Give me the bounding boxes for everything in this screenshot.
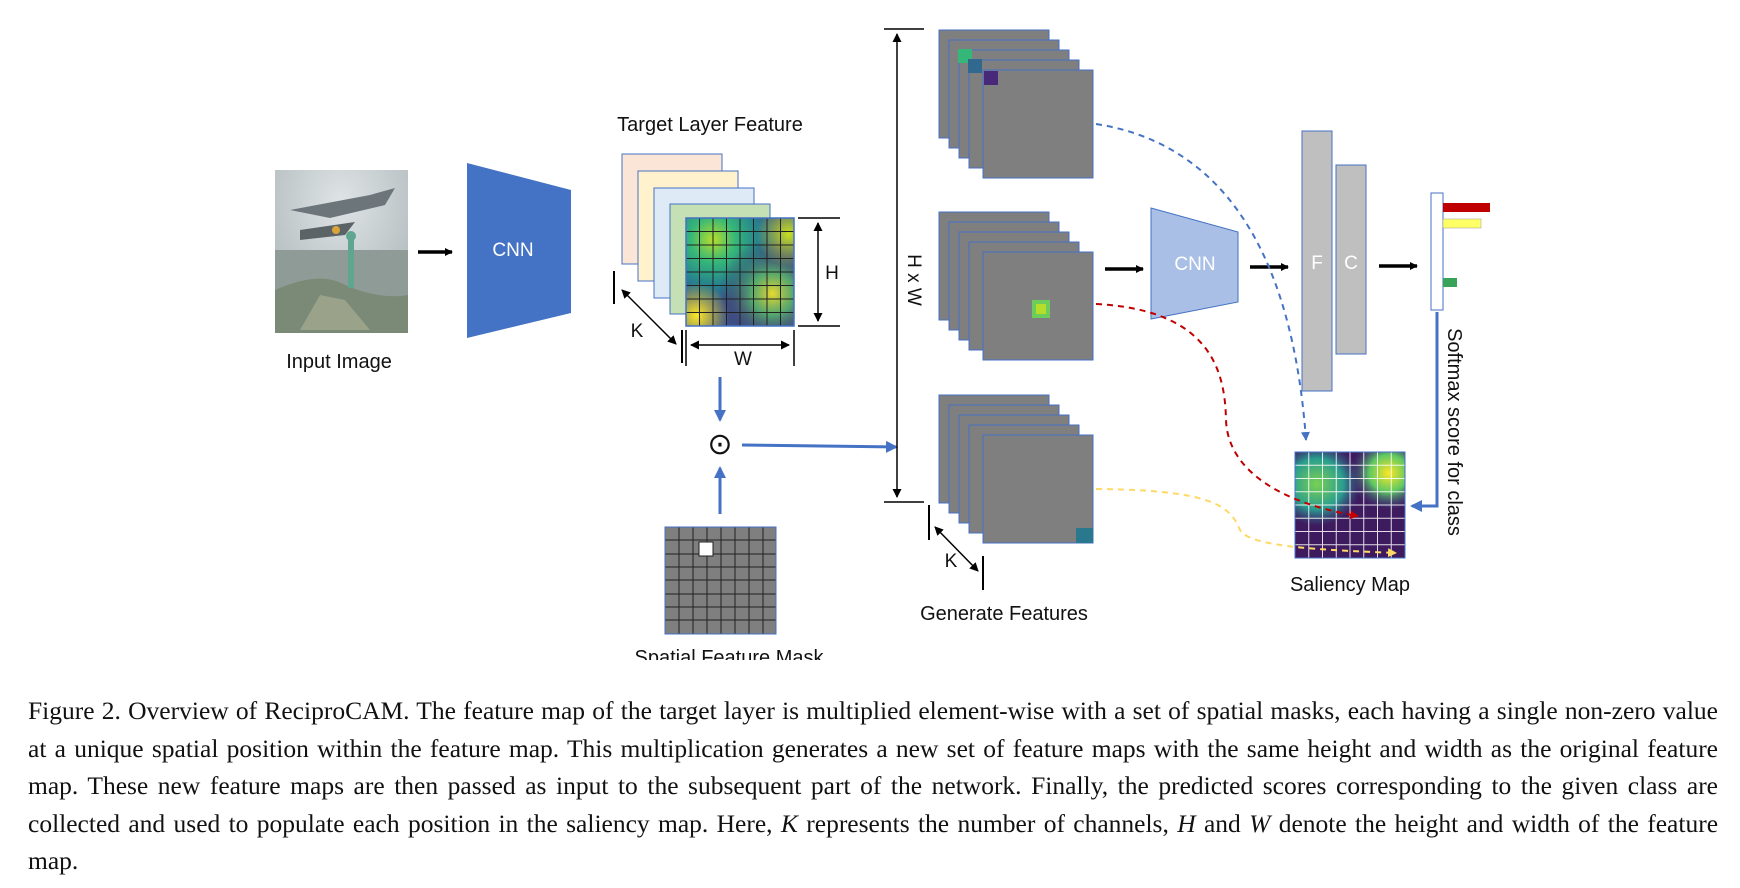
caption-part4: denote the height and width of the featu… bbox=[28, 808, 1719, 876]
input-image bbox=[275, 170, 408, 333]
hxw-label: H x W bbox=[903, 254, 924, 306]
k-dimension-generated bbox=[928, 505, 984, 590]
k-label: K bbox=[631, 321, 644, 342]
score-bar-yellow bbox=[1442, 218, 1482, 229]
softmax-score-label: Softmax score for class bbox=[1443, 328, 1465, 536]
input-image-label: Input Image bbox=[286, 351, 392, 373]
target-layer-feature-label: Target Layer Feature bbox=[617, 114, 803, 136]
arrow-score-to-saliency bbox=[1410, 312, 1439, 512]
generated-feature-stack-top bbox=[938, 29, 1094, 179]
fc-c-block bbox=[1335, 164, 1367, 355]
figure-caption: Figure 2. Overview of ReciproCAM. The fe… bbox=[28, 692, 1718, 880]
cnn-block bbox=[467, 163, 571, 338]
target-feature-heatmap bbox=[685, 217, 795, 327]
generated-feature-stack-middle bbox=[938, 211, 1094, 361]
fc-f-block bbox=[1301, 130, 1333, 392]
score-bar-red bbox=[1443, 203, 1490, 212]
mask-active-cell bbox=[698, 541, 714, 557]
target-feature-stack bbox=[621, 153, 795, 327]
caption-part2: represents the number of channels, bbox=[797, 808, 1178, 838]
saliency-map bbox=[1294, 451, 1406, 559]
caption-h: H bbox=[1177, 808, 1196, 838]
score-column bbox=[1430, 192, 1444, 311]
h-dimension bbox=[798, 217, 840, 327]
generated-feature-stack-bottom bbox=[938, 394, 1094, 544]
reciprocam-diagram: Input Image CNN Target Layer Feature bbox=[275, 28, 1490, 660]
softmax-score-bars bbox=[1430, 192, 1490, 311]
multiply-symbol: ⊙ bbox=[707, 428, 732, 461]
hxw-dimension bbox=[884, 28, 924, 503]
dashed-blue-connector bbox=[1095, 123, 1310, 441]
fc-c-label: C bbox=[1344, 253, 1358, 274]
w-label: W bbox=[734, 349, 752, 370]
dashed-red-connector bbox=[1095, 303, 1359, 520]
spatial-feature-mask bbox=[664, 526, 777, 635]
spatial-feature-mask-label: Spatial Feature Mask bbox=[635, 647, 825, 660]
cnn-small-block bbox=[1150, 207, 1239, 320]
dashed-yellow-connector bbox=[1095, 488, 1397, 558]
cnn-small-label: CNN bbox=[1174, 254, 1215, 275]
caption-part3: and bbox=[1195, 808, 1250, 838]
caption-w: W bbox=[1249, 808, 1271, 838]
score-bar-green bbox=[1443, 278, 1457, 287]
fc-f-label: F bbox=[1311, 253, 1323, 274]
arrow-multiply-to-features bbox=[741, 440, 898, 453]
k-label-generated: K bbox=[945, 551, 958, 572]
k-dimension bbox=[613, 271, 683, 363]
caption-part1: Figure 2. Overview of ReciproCAM. The fe… bbox=[28, 696, 1718, 838]
generate-features-label: Generate Features bbox=[920, 603, 1088, 625]
saliency-map-label: Saliency Map bbox=[1290, 574, 1410, 596]
h-label: H bbox=[825, 263, 839, 284]
w-dimension bbox=[685, 330, 795, 366]
cnn-block-label: CNN bbox=[492, 240, 533, 261]
caption-k: K bbox=[780, 808, 798, 838]
